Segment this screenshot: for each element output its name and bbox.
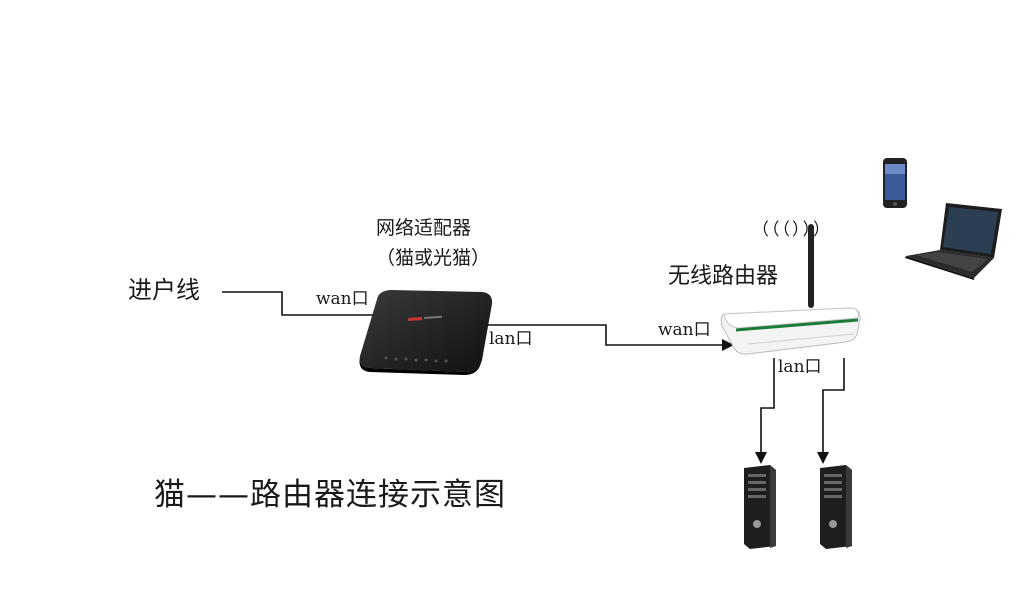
modem-icon xyxy=(359,290,493,375)
router-lan-port-label: lan口 xyxy=(778,357,822,377)
incoming-line-wire xyxy=(222,291,386,321)
modem-to-router-wire xyxy=(470,324,734,351)
pc-tower-icon xyxy=(744,465,776,549)
adapter-title: 网络适配器 xyxy=(376,217,472,239)
modem-lan-port-label: lan口 xyxy=(489,329,533,349)
incoming-line-label: 进户线 xyxy=(128,276,200,304)
router-to-pc1-wire xyxy=(755,358,775,464)
router-icon xyxy=(720,224,861,355)
wireless-router-label: 无线路由器 xyxy=(668,264,779,289)
router-to-pc2-wire xyxy=(817,358,845,464)
laptop-icon xyxy=(905,203,1002,280)
modem-wan-port-label: wan口 xyxy=(316,289,369,309)
diagram-title: 猫——路由器连接示意图 xyxy=(154,477,506,513)
router-wan-port-label: wan口 xyxy=(658,320,711,340)
phone-icon xyxy=(883,158,907,208)
adapter-subtitle: （猫或光猫） xyxy=(376,247,491,269)
pc-tower-icon xyxy=(820,465,852,549)
wifi-signal: （（（））） xyxy=(752,220,832,240)
